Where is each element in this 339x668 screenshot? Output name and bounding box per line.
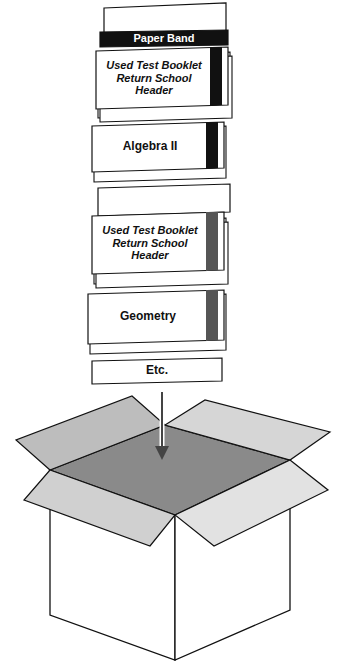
subject-sheet: Algebra II xyxy=(92,122,224,172)
header-sheet: Used Test Booklet Return School Header xyxy=(92,212,224,274)
sheet-label: Used Test Booklet Return School Header xyxy=(100,224,200,262)
sheet-label: Geometry xyxy=(120,310,176,324)
subject-sheet: Geometry xyxy=(88,290,224,344)
sheet-label: Etc. xyxy=(146,364,168,378)
header-sheet: Used Test Booklet Return School Header xyxy=(96,47,228,109)
paper-band: Paper Band xyxy=(100,30,228,47)
sheet-label: Paper Band xyxy=(133,32,194,45)
sheet-label: Used Test Booklet Return School Header xyxy=(104,59,204,97)
sheet-label: Algebra II xyxy=(123,140,178,154)
sheet: Etc. xyxy=(92,358,222,384)
